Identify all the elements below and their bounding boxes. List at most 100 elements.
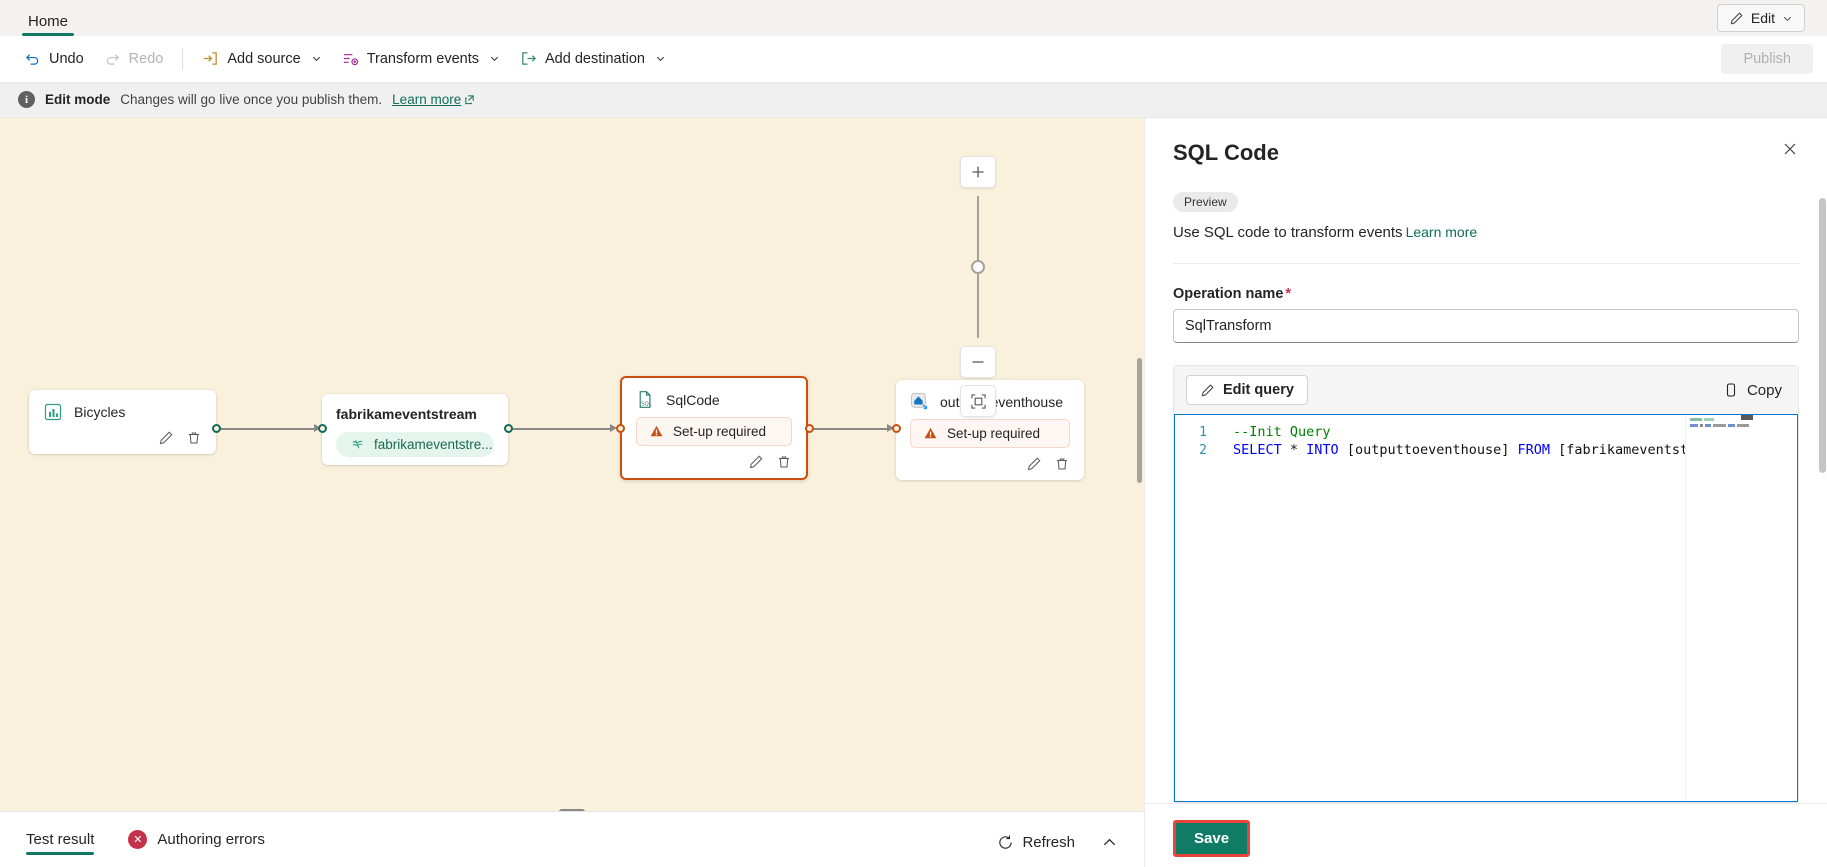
chevron-down-icon <box>489 53 500 64</box>
code-token: [outputtoeventhouse] <box>1338 442 1518 458</box>
publish-label: Publish <box>1743 50 1791 67</box>
minimap-segment <box>1704 424 1711 427</box>
edit-mode-infobar: i Edit mode Changes will go live once yo… <box>0 82 1827 118</box>
panel-description-text: Use SQL code to transform events <box>1173 224 1403 241</box>
info-icon: i <box>18 91 35 108</box>
canvas-scrollbar-thumb[interactable] <box>1137 358 1142 483</box>
edge-bicycles-to-stream <box>216 428 316 430</box>
trash-icon[interactable] <box>186 430 202 446</box>
copy-button[interactable]: Copy <box>1723 382 1786 399</box>
pencil-icon[interactable] <box>1026 456 1042 472</box>
node-port-output-bicycles[interactable] <box>212 424 221 433</box>
infobar-message: Changes will go live once you publish th… <box>120 92 383 107</box>
panel-scrollbar-thumb[interactable] <box>1819 198 1826 473</box>
node-port-input-outputtoeventhouse[interactable] <box>892 424 901 433</box>
minimap-segment <box>1699 424 1703 427</box>
edit-button-label: Edit <box>1750 10 1775 26</box>
sql-code-editor[interactable]: 1 --Init Query 2 SELECT * INTO [outputto… <box>1174 414 1798 802</box>
undo-button[interactable]: Undo <box>14 44 94 73</box>
canvas-node-fabrikameventstream[interactable]: fabrikameventstream fabrikameventstre... <box>322 394 508 465</box>
add-source-icon <box>202 50 219 67</box>
code-line-text: --Init Query <box>1221 424 1331 440</box>
canvas-node-sqlcode[interactable]: SQL SqlCode Set-up required <box>620 376 808 480</box>
query-editor-toolbar: Edit query Copy <box>1174 366 1798 414</box>
node-badge-label: fabrikameventstre... <box>374 437 493 452</box>
panel-resize-handle[interactable] <box>559 809 585 811</box>
add-destination-button[interactable]: Add destination <box>510 44 676 73</box>
warning-icon <box>923 426 938 441</box>
canvas-wrapper: Bicycles fabrikameventstrea <box>0 118 1144 867</box>
test-panel-actions: Refresh <box>997 834 1118 851</box>
node-badge-setup-required: Set-up required <box>910 419 1070 448</box>
canvas-zoom-controls <box>960 156 996 417</box>
pencil-icon[interactable] <box>748 454 764 470</box>
edit-button[interactable]: Edit <box>1716 4 1805 32</box>
node-port-input-sqlcode[interactable] <box>616 424 625 433</box>
node-badge-label: Set-up required <box>947 426 1041 441</box>
authoring-errors-label: Authoring errors <box>157 830 265 848</box>
external-link-icon <box>464 94 475 105</box>
edge-arrowhead <box>610 424 617 432</box>
minimap-row <box>1690 418 1749 421</box>
node-actions <box>910 456 1070 472</box>
minimap-segment <box>1704 418 1714 421</box>
main-area: Bicycles fabrikameventstrea <box>0 118 1827 867</box>
add-destination-icon <box>520 50 537 67</box>
refresh-button[interactable]: Refresh <box>997 834 1075 851</box>
tabstrip-right: Edit <box>1716 4 1805 32</box>
zoom-out-button[interactable] <box>960 346 996 378</box>
close-icon[interactable] <box>1781 140 1799 158</box>
minimap-slider[interactable] <box>1741 415 1753 420</box>
redo-button[interactable]: Redo <box>94 44 174 73</box>
operation-name-label-text: Operation name <box>1173 286 1284 302</box>
pencil-icon[interactable] <box>158 430 174 446</box>
editor-minimap[interactable] <box>1685 415 1753 801</box>
operation-name-label: Operation name* <box>1173 286 1799 302</box>
line-number: 1 <box>1199 424 1207 440</box>
code-line: 1 --Init Query <box>1175 423 1797 441</box>
tab-home[interactable]: Home <box>22 13 75 36</box>
transform-events-button[interactable]: Transform events <box>332 44 510 73</box>
undo-label: Undo <box>49 50 84 67</box>
fit-screen-button[interactable] <box>960 385 996 417</box>
authoring-errors-item[interactable]: ✕ Authoring errors <box>128 829 265 856</box>
node-port-output-fabrikameventstream[interactable] <box>504 424 513 433</box>
trash-icon[interactable] <box>776 454 792 470</box>
canvas-node-bicycles[interactable]: Bicycles <box>29 390 216 454</box>
editor-vertical-scrollbar[interactable] <box>1785 415 1797 801</box>
node-title: fabrikameventstream <box>336 406 477 422</box>
eventstream-canvas[interactable]: Bicycles fabrikameventstrea <box>0 118 1144 811</box>
infobar-learn-more-link[interactable]: Learn more <box>392 92 475 107</box>
node-header: fabrikameventstream <box>336 406 494 422</box>
code-token: [fabrikameventstr <box>1550 442 1697 458</box>
edge-arrowhead <box>887 424 894 432</box>
zoom-slider-thumb[interactable] <box>971 260 985 274</box>
node-port-output-sqlcode[interactable] <box>805 424 814 433</box>
edit-query-button[interactable]: Edit query <box>1186 375 1308 405</box>
sql-file-icon: SQL <box>636 390 655 409</box>
minimap-segment <box>1737 424 1749 427</box>
operation-name-input[interactable] <box>1173 309 1799 343</box>
panel-header: SQL Code Preview Use SQL code to transfo… <box>1145 118 1827 264</box>
sql-code-side-panel: SQL Code Preview Use SQL code to transfo… <box>1144 118 1827 867</box>
zoom-in-button[interactable] <box>960 156 996 188</box>
tab-test-result-label: Test result <box>26 830 95 848</box>
panel-learn-more-link[interactable]: Learn more <box>1405 224 1478 240</box>
transform-events-icon <box>342 50 359 67</box>
node-port-input-fabrikameventstream[interactable] <box>318 424 327 433</box>
chart-icon <box>43 402 63 422</box>
publish-button[interactable]: Publish <box>1721 43 1813 74</box>
code-token: --Init Query <box>1233 424 1331 440</box>
query-editor-box: Edit query Copy 1 <box>1173 365 1799 803</box>
tab-test-result[interactable]: Test result <box>26 830 95 855</box>
node-badge-stream: fabrikameventstre... <box>336 432 494 457</box>
node-header: Bicycles <box>43 402 202 422</box>
add-source-button[interactable]: Add source <box>192 44 331 73</box>
collapse-panel-button[interactable] <box>1101 834 1118 851</box>
panel-divider <box>1173 263 1799 264</box>
node-title: outputtoeventhouse <box>940 393 1063 410</box>
save-button[interactable]: Save <box>1173 820 1251 857</box>
infobar-learn-more-label: Learn more <box>392 92 462 107</box>
trash-icon[interactable] <box>1054 456 1070 472</box>
zoom-slider[interactable] <box>971 196 985 338</box>
